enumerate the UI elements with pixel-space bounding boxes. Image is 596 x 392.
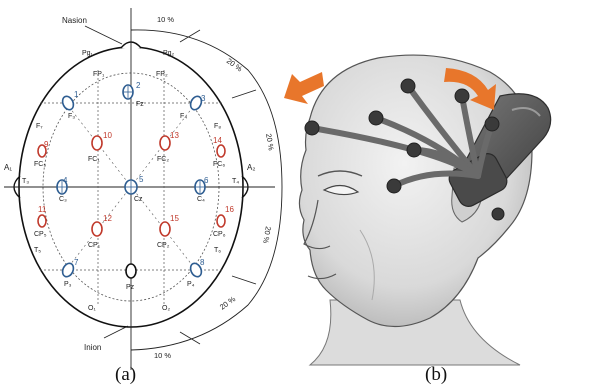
percent-label: 20 % — [225, 56, 244, 73]
channel-number: 6 — [204, 176, 209, 185]
ear-label-right: A₂ — [247, 163, 255, 172]
electrode-cp6 — [217, 215, 225, 227]
channel-number: 1 — [74, 90, 79, 99]
label-cp2: CP₂ — [157, 242, 170, 249]
channel-number: 8 — [200, 258, 205, 267]
label-cz: Cz — [134, 196, 143, 203]
channel-number: 7 — [74, 258, 79, 267]
sensor-electrode — [455, 89, 469, 103]
channel-number: 15 — [170, 214, 179, 223]
panel-label-b: (b) — [425, 364, 447, 386]
channel-number: 16 — [225, 205, 234, 214]
label-fc5: FC₅ — [34, 161, 46, 168]
label-c3: C₃ — [59, 196, 67, 203]
channel-number: 2 — [136, 81, 141, 90]
channel-number: 9 — [44, 140, 49, 149]
label-o2: O₂ — [162, 305, 170, 312]
label-fc2: FC₂ — [157, 156, 169, 163]
label-f8: F₈ — [214, 123, 221, 130]
inion-pointer — [104, 326, 128, 338]
inion-label: Inion — [84, 343, 101, 352]
sensor-electrode — [305, 121, 319, 135]
sensor-electrode — [407, 143, 421, 157]
electrode-fc1 — [92, 136, 102, 150]
percent-label: 20 % — [218, 294, 237, 311]
label-cp5: CP₅ — [34, 231, 47, 238]
label-o1: O₁ — [88, 305, 96, 312]
electrode-pz — [126, 264, 136, 278]
sensor-electrode — [485, 117, 499, 131]
channel-number: 13 — [170, 131, 179, 140]
label-pg1: Pg₁ — [82, 50, 94, 57]
label-t6: T₆ — [214, 247, 221, 254]
percent-arc — [131, 30, 282, 350]
channel-number: 5 — [139, 175, 144, 184]
label-t3: T₃ — [22, 178, 29, 185]
label-fc6: FC₆ — [213, 161, 225, 168]
label-pg2: Pg₂ — [163, 50, 175, 57]
label-p4: P₄ — [187, 281, 195, 288]
electrode-cp2 — [160, 222, 170, 236]
nasion-pointer — [85, 26, 122, 44]
arc-tick — [232, 90, 256, 98]
channel-number: 11 — [38, 205, 47, 214]
sensor-electrode — [401, 79, 415, 93]
sensor-electrode — [387, 179, 401, 193]
label-pz: Pz — [126, 284, 135, 291]
percent-label: 20 % — [261, 226, 273, 245]
channel-number: 12 — [103, 214, 112, 223]
label-cp6: CP₆ — [213, 231, 226, 238]
label-f3: F₃ — [68, 113, 75, 120]
ear-label-left: A₁ — [4, 163, 12, 172]
percent-label: 10 % — [157, 15, 174, 24]
channel-number: 10 — [103, 131, 112, 140]
nasion-label: Nasion — [62, 16, 87, 25]
sensor-electrode — [369, 111, 383, 125]
electrode-cp1 — [92, 222, 102, 236]
arc-tick — [232, 276, 256, 284]
electrode-cp5 — [38, 215, 46, 227]
label-fp2: FP₂ — [156, 71, 168, 78]
label-c4: C₄ — [197, 196, 205, 203]
percent-label: 10 % — [154, 351, 171, 360]
percent-label: 20 % — [264, 133, 276, 152]
label-t4: T₄ — [232, 178, 239, 185]
montage-diagram: Nasion Inion A₁ A₂ 10 % 20 % 20 % 20 % 2… — [4, 8, 282, 370]
headset-illustration — [284, 55, 551, 365]
channel-number: 4 — [63, 176, 68, 185]
electrode-fc6 — [217, 145, 225, 157]
label-cp1: CP₁ — [88, 242, 101, 249]
panel-label-a: (a) — [115, 364, 136, 386]
label-f4: F₄ — [180, 113, 187, 120]
label-fz: Fz — [136, 101, 144, 108]
label-fp1: FP₁ — [93, 71, 105, 78]
label-t5: T₅ — [34, 247, 41, 254]
channel-number: 3 — [201, 94, 206, 103]
channel-number: 14 — [213, 136, 222, 145]
label-fc1: FC₁ — [88, 156, 100, 163]
sensor-electrode — [492, 208, 504, 220]
label-f7: F₇ — [36, 123, 43, 130]
electrode-fc2 — [160, 136, 170, 150]
label-p3: P₃ — [64, 281, 72, 288]
